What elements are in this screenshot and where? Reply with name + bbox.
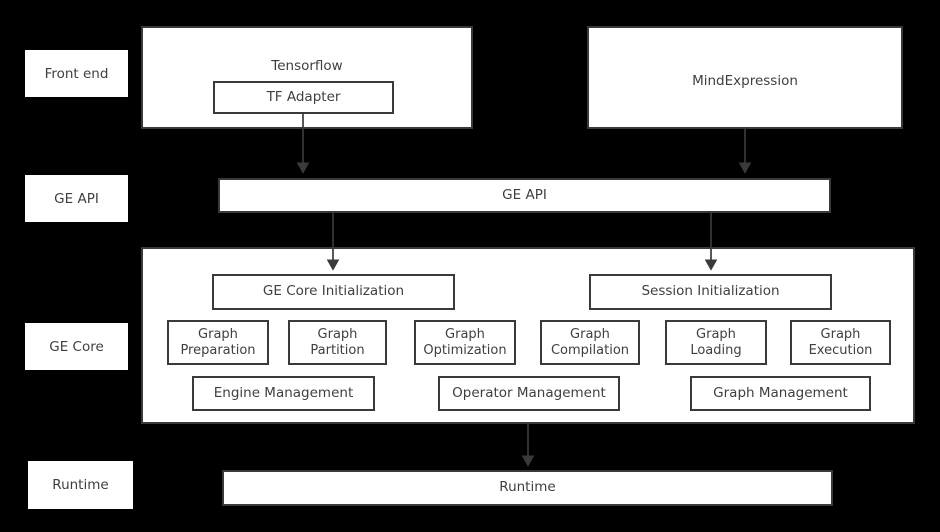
operator-management-label: Operator Management: [452, 384, 606, 401]
graph-optimization-line2: Optimization: [423, 342, 507, 358]
graph-preparation-line2: Preparation: [180, 342, 256, 358]
session-initialization-label: Session Initialization: [641, 283, 780, 300]
graph-loading-line1: Graph: [696, 327, 736, 343]
runtime-bar: Runtime: [222, 470, 833, 506]
tf-adapter-box: TF Adapter: [213, 81, 394, 114]
session-initialization-box: Session Initialization: [589, 274, 832, 310]
graph-partition-line2: Partition: [310, 342, 365, 358]
graph-compilation-line1: Graph: [570, 327, 610, 343]
stage-label-front-end-text: Front end: [44, 65, 109, 82]
stage-label-runtime: Runtime: [28, 461, 133, 509]
tensorflow-title: Tensorflow: [271, 58, 343, 74]
graph-partition-line1: Graph: [317, 327, 358, 343]
tf-adapter-label: TF Adapter: [266, 88, 341, 105]
mindexpression-title: MindExpression: [692, 73, 798, 89]
stage-label-ge-api-text: GE API: [54, 190, 99, 207]
stage-label-runtime-text: Runtime: [52, 477, 109, 493]
ge-core-initialization-box: GE Core Initialization: [212, 274, 455, 310]
runtime-bar-label: Runtime: [499, 479, 556, 496]
stage-label-ge-core: GE Core: [25, 323, 128, 370]
graph-management-label: Graph Management: [713, 384, 848, 401]
engine-management-box: Engine Management: [192, 376, 375, 411]
graph-preparation-line1: Graph: [198, 327, 238, 343]
stage-label-ge-api: GE API: [25, 175, 128, 222]
graph-execution-line2: Execution: [808, 342, 873, 358]
ge-api-bar-label: GE API: [502, 186, 547, 203]
operator-management-box: Operator Management: [438, 376, 620, 411]
graph-optimization-line1: Graph: [445, 327, 485, 343]
graph-execution-line1: Graph: [820, 327, 861, 343]
graph-loading-line2: Loading: [690, 342, 742, 358]
stage-label-front-end: Front end: [25, 50, 128, 97]
ge-core-initialization-label: GE Core Initialization: [262, 283, 405, 300]
graph-management-box: Graph Management: [690, 376, 871, 411]
graph-compilation-line2: Compilation: [550, 342, 630, 358]
stage-label-ge-core-text: GE Core: [49, 338, 104, 355]
ge-api-bar: GE API: [218, 178, 831, 213]
engine-management-label: Engine Management: [213, 384, 354, 401]
mindexpression-panel: MindExpression: [587, 26, 903, 129]
